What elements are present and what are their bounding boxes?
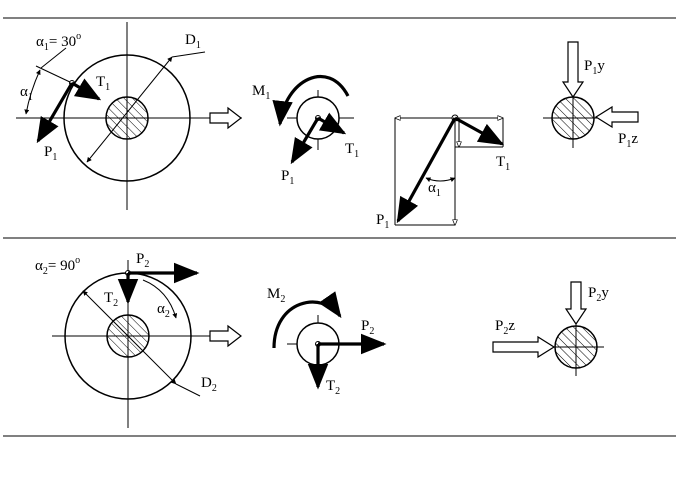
bottom-moment-t-label: T2 bbox=[326, 378, 340, 397]
shaft-section bbox=[105, 96, 149, 140]
bottom-pz-arrow bbox=[492, 335, 556, 359]
bottom-pz-label: P2z bbox=[495, 318, 515, 337]
top-tri-p-arrow bbox=[396, 117, 457, 224]
gear-circle bbox=[63, 54, 191, 182]
bottom-moment-arc bbox=[272, 291, 342, 349]
bottom-py-label: P2y bbox=[588, 285, 609, 304]
top-py-arrow bbox=[561, 41, 585, 99]
bottom-shaft-loads bbox=[492, 281, 604, 376]
top-m-label: M1 bbox=[252, 83, 270, 102]
p1-arrow bbox=[36, 82, 74, 144]
svg-text:α1= 30o: α1= 30o bbox=[36, 31, 81, 53]
top-d-label: D1 bbox=[185, 32, 201, 51]
bottom-t-label: T2 bbox=[104, 290, 118, 309]
bottom-alpha-small: α2 bbox=[157, 301, 170, 320]
top-pz-label: P1z bbox=[618, 131, 638, 150]
bottom-moment-drawing bbox=[272, 291, 387, 390]
bottom-moment-p-label: P2 bbox=[361, 318, 374, 337]
top-tri-t-label: T1 bbox=[496, 154, 510, 173]
top-tri-t-arrow bbox=[454, 116, 505, 146]
bottom-m-label: M2 bbox=[267, 286, 285, 305]
bottom-p-label: P2 bbox=[136, 251, 149, 270]
t1-arrow bbox=[71, 78, 102, 101]
top-tri-p-label: P1 bbox=[376, 212, 389, 231]
top-moment-p-label: P1 bbox=[281, 168, 294, 187]
top-moment-t-arrow bbox=[317, 112, 347, 135]
bottom-d-label: D2 bbox=[201, 375, 217, 394]
top-alpha-small: α1 bbox=[20, 84, 33, 103]
top-shaft-circle bbox=[551, 96, 595, 140]
bottom-angle-label: α bbox=[35, 258, 43, 274]
svg-text:α2= 90o: α2= 90o bbox=[35, 255, 80, 277]
bottom-gear-drawing bbox=[52, 260, 212, 428]
top-moment-p-arrow bbox=[290, 117, 320, 165]
top-gear-drawing bbox=[16, 22, 242, 210]
bottom-py-arrow bbox=[564, 281, 588, 326]
top-p-label: P1 bbox=[44, 144, 57, 163]
top-moment-t-label: T1 bbox=[345, 141, 359, 160]
bottom-shaft-circle bbox=[554, 325, 598, 369]
top-t-label: T1 bbox=[96, 74, 110, 93]
top-pz-arrow bbox=[594, 105, 639, 129]
top-shaft-loads bbox=[543, 41, 639, 148]
top-moment-arc bbox=[272, 74, 350, 127]
bottom-transfer-arrow bbox=[209, 324, 242, 348]
top-tri-alpha-label: α1 bbox=[428, 180, 441, 199]
top-moment-drawing bbox=[272, 74, 354, 165]
top-py-label: P1y bbox=[584, 58, 605, 77]
top-component-triangle bbox=[395, 114, 505, 225]
top-angle-value: = 30 bbox=[49, 34, 76, 50]
top-transfer-arrow bbox=[209, 106, 242, 130]
top-angle-label: α bbox=[36, 34, 44, 50]
bottom-angle-value: = 90 bbox=[48, 258, 75, 274]
